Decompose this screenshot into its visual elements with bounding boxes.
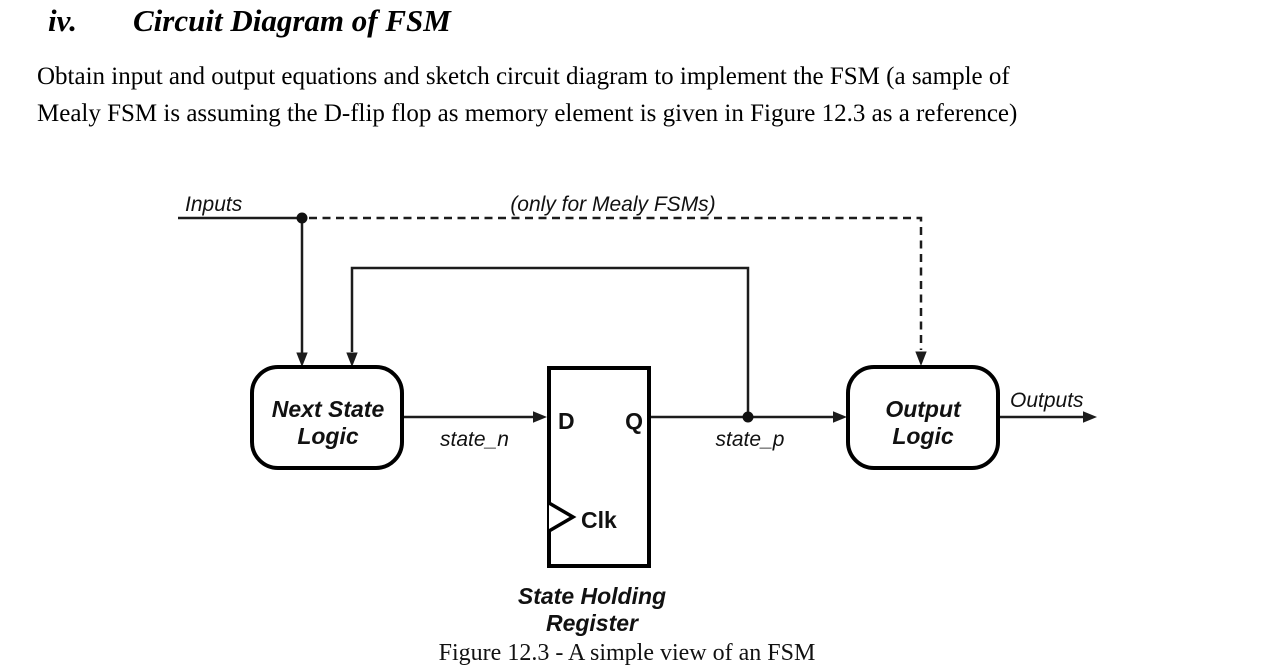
outputs-label: Outputs — [1010, 389, 1084, 412]
state-p-junction-dot — [742, 411, 754, 423]
section-heading: iv. Circuit Diagram of FSM — [48, 3, 451, 39]
mealy-arrowhead-icon — [915, 351, 927, 366]
clk-edge-triangle-icon — [548, 501, 577, 533]
state-n-label: state_n — [440, 428, 509, 451]
body-line-2: Mealy FSM is assuming the D-flip flop as… — [37, 100, 1018, 127]
body-paragraph: Obtain input and output equations and sk… — [37, 58, 1017, 132]
q-pin-label: Q — [625, 408, 643, 434]
feedback-arrowhead-icon — [346, 352, 358, 367]
inputs-arrowhead-icon — [296, 352, 308, 367]
state-n-arrowhead-icon — [533, 411, 547, 423]
d-pin-label: D — [558, 408, 575, 434]
body-line-1: Obtain input and output equations and sk… — [37, 63, 1010, 90]
state-p-arrowhead-icon — [833, 411, 847, 423]
outputs-arrowhead-icon — [1083, 411, 1097, 423]
output-logic-label-line2: Logic — [892, 423, 954, 449]
output-logic-box — [846, 365, 1000, 470]
state-p-label: state_p — [716, 428, 785, 451]
next-state-logic-label-line1: Next State — [272, 396, 385, 422]
register-caption-line1: State Holding — [518, 583, 666, 609]
inputs-label: Inputs — [185, 193, 243, 216]
section-title: Circuit Diagram of FSM — [133, 3, 451, 38]
mealy-dashed-wire — [309, 216, 923, 350]
figure-caption: Figure 12.3 - A simple view of an FSM — [439, 640, 816, 666]
output-logic-label-line1: Output — [885, 396, 962, 422]
inputs-junction-dot — [296, 212, 308, 224]
section-number: iv. — [48, 3, 77, 38]
state-register-box — [547, 366, 651, 568]
clk-pin-label: Clk — [581, 507, 617, 533]
feedback-wire — [350, 266, 750, 413]
next-state-logic-label-line2: Logic — [297, 423, 359, 449]
next-state-logic-box — [250, 365, 404, 470]
register-caption-line2: Register — [546, 610, 639, 636]
mealy-note-label: (only for Mealy FSMs) — [510, 193, 715, 216]
